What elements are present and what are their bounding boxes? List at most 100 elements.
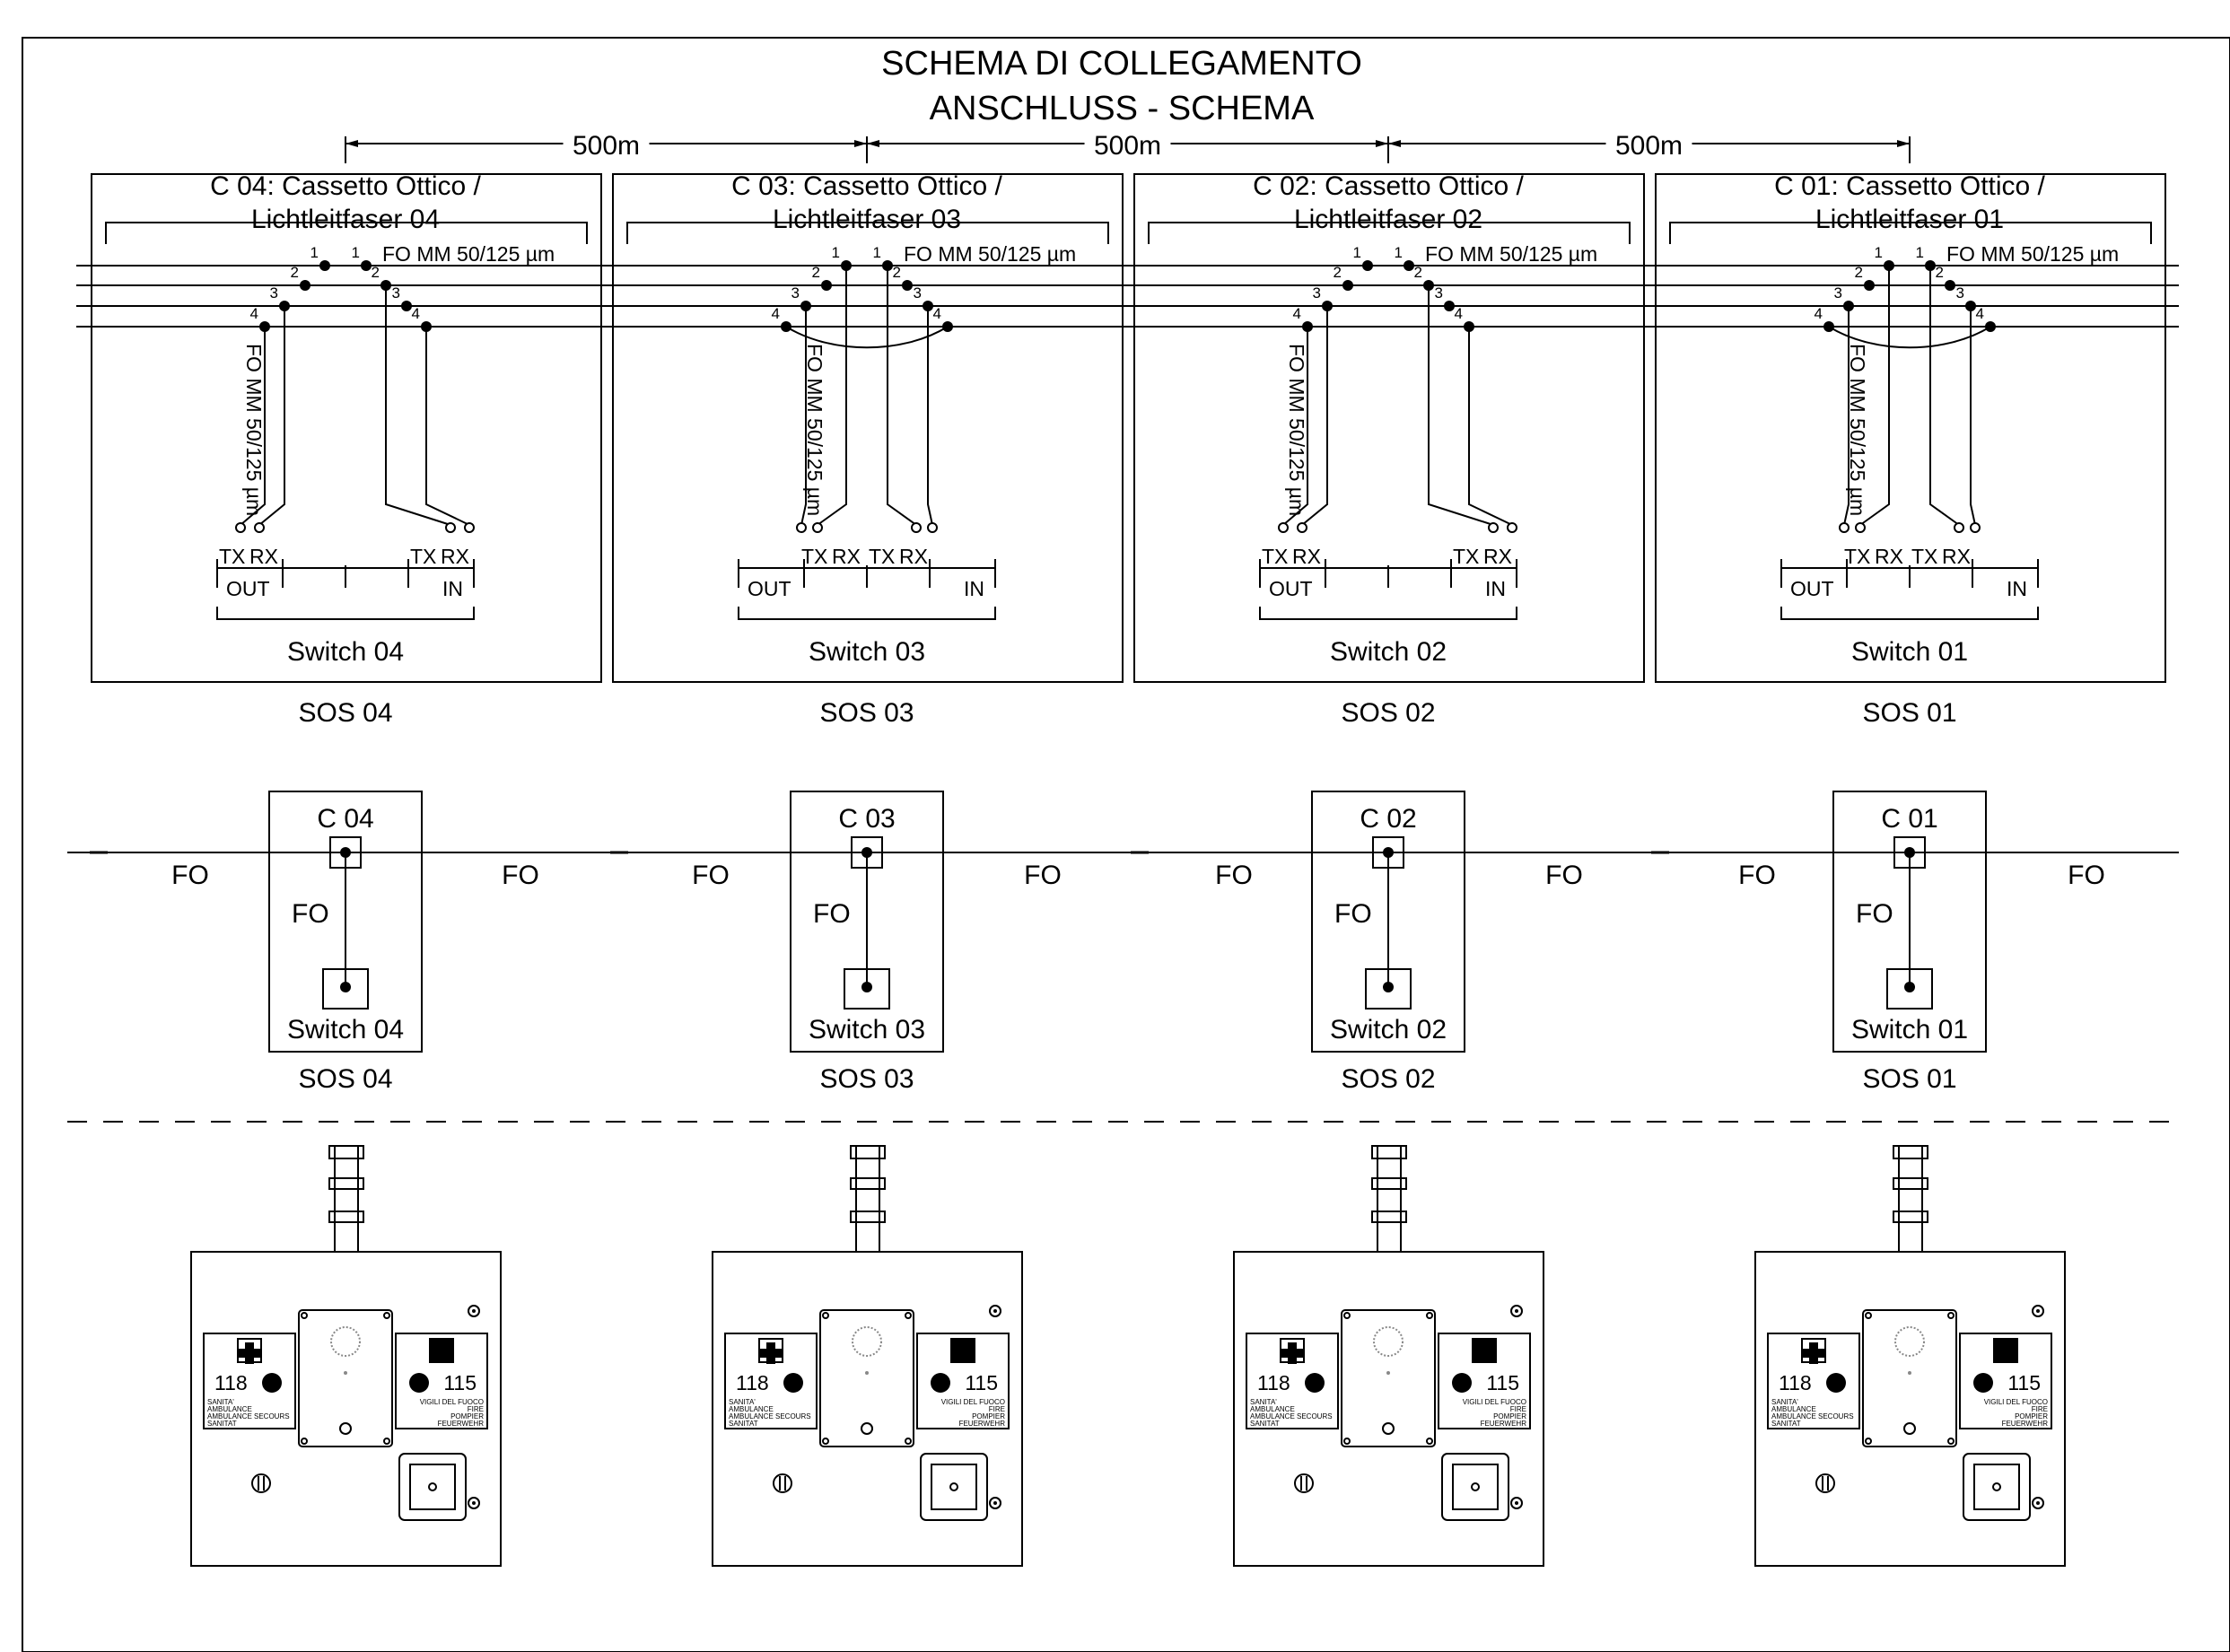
crossover-fiber xyxy=(785,326,949,349)
camera-window xyxy=(1452,1464,1499,1510)
camera-lens xyxy=(1471,1482,1480,1491)
out-label: OUT xyxy=(226,577,270,600)
ambulance-plate-text: AMBULANCE xyxy=(1771,1405,1816,1413)
tx-label: TX xyxy=(410,545,436,568)
pin-label: 1 xyxy=(832,244,840,261)
tx-rx-connector xyxy=(1839,522,1850,533)
emergency-number-118: 118 xyxy=(1257,1371,1290,1394)
sos-block-label: SOS 01 xyxy=(1862,1064,1956,1094)
cabinet-screw-center xyxy=(1515,1501,1518,1505)
medical-cross-icon xyxy=(239,1342,260,1364)
cabinet-screw-center xyxy=(2036,1501,2040,1505)
fire-plate-text: POMPIER xyxy=(972,1412,1005,1420)
sos-label: SOS 03 xyxy=(819,698,914,728)
intercom-speaker-plate xyxy=(1341,1309,1436,1447)
pin-label: 3 xyxy=(914,284,922,302)
light-tower-stem xyxy=(334,1145,359,1253)
cabinet-screw-center xyxy=(993,1309,997,1313)
fire-icon xyxy=(429,1338,454,1363)
plate-screw xyxy=(1947,1438,1955,1445)
indicator-led xyxy=(1382,1422,1395,1435)
in-label: IN xyxy=(442,577,463,600)
plate-screw xyxy=(822,1312,829,1319)
microphone-dot xyxy=(865,1371,869,1375)
rx-label: RX xyxy=(899,545,928,568)
pin-label: 2 xyxy=(1414,264,1422,281)
switch-node-box xyxy=(1886,968,1933,1010)
pigtail-fiber xyxy=(385,285,451,526)
pigtail-fiber xyxy=(425,327,470,526)
pin-label: 3 xyxy=(1834,284,1842,302)
sos-block-label: SOS 02 xyxy=(1341,1064,1435,1094)
call-button-left xyxy=(262,1373,282,1393)
camera-lens xyxy=(1992,1482,2001,1491)
emergency-number-115: 115 xyxy=(965,1371,998,1394)
switch-node-box xyxy=(844,968,890,1010)
cassette-short-label: C 03 xyxy=(838,804,895,834)
switch-node-box xyxy=(1365,968,1412,1010)
light-tower-stem xyxy=(1377,1145,1402,1253)
pigtail-fiber xyxy=(1468,327,1513,526)
fire-plate-text: POMPIER xyxy=(450,1412,484,1420)
splice-dot-right xyxy=(361,260,372,271)
fire-plate-text: FEUERWEHR xyxy=(438,1420,485,1428)
drawing-frame xyxy=(22,37,2230,1652)
splice-dot-left xyxy=(821,280,832,291)
out-label: OUT xyxy=(1269,577,1313,600)
out-label: OUT xyxy=(1790,577,1834,600)
pin-label: 1 xyxy=(352,244,360,261)
emergency-number-118: 118 xyxy=(1779,1371,1812,1394)
fo-label-internal: FO xyxy=(292,899,329,929)
sos-block-box xyxy=(268,791,423,1053)
sos-cabinet xyxy=(1233,1251,1544,1567)
fo-label: FO xyxy=(502,861,539,890)
splice-dot-left xyxy=(1342,280,1353,291)
light-tower-cap xyxy=(328,1145,364,1159)
cassette-short-label: C 04 xyxy=(317,804,373,834)
rx-label: RX xyxy=(249,545,278,568)
tx-label: TX xyxy=(869,545,895,568)
camera-window xyxy=(1973,1464,2020,1510)
cassette-box xyxy=(612,173,1124,683)
tx-label: TX xyxy=(1911,545,1937,568)
fiber-spec-label: FO MM 50/125 µm xyxy=(1946,242,2119,266)
pigtail-fiber xyxy=(927,306,933,526)
fire-icon xyxy=(1993,1338,2018,1363)
in-label: IN xyxy=(964,577,984,600)
switch-block-label: Switch 03 xyxy=(809,1015,925,1045)
plate-screw xyxy=(822,1438,829,1445)
ambulance-plate-text: SANITAT xyxy=(729,1420,758,1428)
pigtail-fiber xyxy=(887,266,917,526)
tx-rx-connector xyxy=(1855,522,1866,533)
sos-cabinet xyxy=(190,1251,502,1567)
fiber-spec-label: FO MM 50/125 µm xyxy=(904,242,1076,266)
switch-label: Switch 01 xyxy=(1851,637,1968,667)
key-lock-icon xyxy=(773,1473,792,1493)
tx-label: TX xyxy=(219,545,245,568)
distance-label: 500m xyxy=(1615,131,1683,161)
sos-cabinet xyxy=(1754,1251,2066,1567)
distance-label: 500m xyxy=(573,131,640,161)
pin-label: 2 xyxy=(1936,264,1944,281)
switch-bracket xyxy=(738,607,996,620)
plate-screw xyxy=(301,1312,308,1319)
call-button-right xyxy=(1973,1373,1993,1393)
fiber-spec-vertical: FO MM 50/125 µm xyxy=(803,344,826,516)
ambulance-plate xyxy=(203,1333,296,1429)
title-line-2: ANSCHLUSS - SCHEMA xyxy=(930,90,1315,127)
intercom-speaker-plate xyxy=(298,1309,393,1447)
ambulance-plate-text: AMBULANCE xyxy=(207,1405,252,1413)
ambulance-plate-text: SANITAT xyxy=(207,1420,237,1428)
light-tower-ring xyxy=(1893,1211,1928,1223)
fiber-spec-vertical: FO MM 50/125 µm xyxy=(242,344,266,516)
switch-node-dot xyxy=(340,982,351,992)
ambulance-plate-text: SANITA' xyxy=(729,1398,756,1406)
fire-brigade-plate xyxy=(916,1333,1010,1429)
switch-label: Switch 02 xyxy=(1330,637,1447,667)
pin-label: 2 xyxy=(291,264,299,281)
pigtail-fiber xyxy=(1859,266,1890,526)
pin-label: 2 xyxy=(893,264,901,281)
switch-node-dot xyxy=(1904,982,1915,992)
cassette-bracket xyxy=(626,222,1109,244)
rx-label: RX xyxy=(1292,545,1321,568)
